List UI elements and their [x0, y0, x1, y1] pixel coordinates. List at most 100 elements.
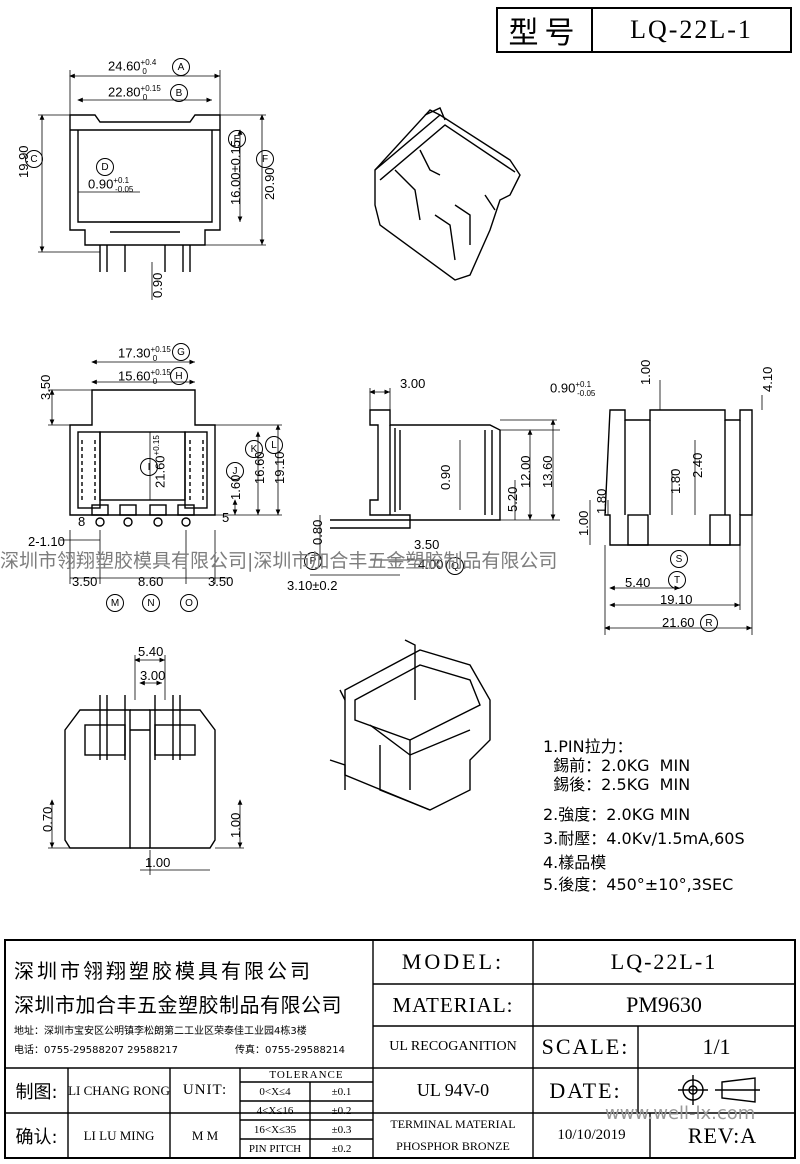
dim-side-top: 3.00 — [400, 376, 426, 391]
drawn-label: 制图: — [15, 1081, 58, 1103]
dim-side-h2: 5.20 — [505, 486, 520, 512]
dim-a: 24.60+0.40 — [108, 58, 157, 76]
marker-h: H — [170, 367, 188, 385]
dim-side-r: 4.00 — [418, 557, 444, 572]
iso-view-bottom — [329, 639, 491, 811]
marker-d: D — [96, 158, 114, 176]
dim-right-a: 0.90+0.1-0.05 — [550, 380, 596, 398]
company-2: 深圳市加合丰五金塑胶制品有限公司 — [14, 993, 342, 1017]
check-label: 确认: — [15, 1126, 58, 1148]
dim-right-g: 1.00 — [576, 510, 591, 536]
ul-value: UL 94V-0 — [416, 1080, 490, 1100]
dim-i: 21.60+0.15 — [152, 435, 168, 488]
tol-range-3: 16<X≤35 — [253, 1123, 297, 1136]
date-label: DATE: — [549, 1077, 622, 1103]
tol-value-1: ±0.1 — [331, 1085, 352, 1098]
title-block — [4, 939, 796, 1159]
marker-o: O — [180, 594, 198, 612]
terminal-material-line2: PHOSPHOR BRONZE — [396, 1138, 510, 1153]
marker-a: A — [172, 58, 190, 76]
dim-right-t: 5.40 — [625, 575, 651, 590]
marker-g: G — [172, 343, 190, 361]
check-value: LI LU MING — [83, 1127, 155, 1143]
rev-label: REV:A — [687, 1122, 758, 1148]
dim-d: 0.90+0.1-0.05 — [88, 176, 134, 194]
front-view — [38, 70, 266, 300]
dim-top-left: 3.50 — [38, 374, 53, 400]
right-view — [589, 380, 763, 635]
scale-value: 1/1 — [702, 1034, 731, 1059]
dim-h: 15.60+0.150 — [118, 368, 171, 386]
watermark-text: 深圳市翎翔塑胶模具有限公司|深圳市加合丰五金塑胶制品有限公司 — [0, 550, 558, 572]
note-1b: 錫後：2.5KG MIN — [543, 775, 691, 794]
dim-bottom-c: 0.70 — [40, 806, 55, 832]
dim-right-b: 1.00 — [638, 359, 653, 385]
dim-right-d: 2.40 — [690, 452, 705, 478]
dim-right-u: 19.10 — [660, 592, 693, 607]
header-model-value: LQ-22L-1 — [630, 15, 753, 44]
marker-f: F — [256, 150, 274, 168]
header-model-label: 型号 — [508, 17, 581, 50]
dim-side-s: 3.10±0.2 — [287, 578, 338, 593]
company-phone: 电话：0755-29588207 29588217 — [14, 1045, 179, 1056]
dim-side-h3: 12.00 — [518, 455, 533, 488]
material-value: PM9630 — [626, 992, 702, 1017]
marker-i: I — [140, 458, 158, 476]
note-2: 2.強度：2.0KG MIN — [543, 805, 691, 824]
material-label: MATERIAL: — [392, 992, 514, 1017]
marker-r: R — [700, 614, 718, 632]
watermark-url: www.well-lx.com — [605, 1103, 756, 1124]
dim-pin-gap: 0.90 — [150, 272, 165, 298]
tol-range-4: PIN PITCH — [248, 1142, 302, 1155]
pin-label-5: 5 — [222, 510, 230, 525]
marker-l: L — [265, 436, 283, 454]
dim-right-f: 1.80 — [594, 488, 609, 514]
dim-right-e: 1.80 — [668, 468, 683, 494]
header-box — [496, 7, 792, 53]
iso-view-top — [374, 107, 521, 281]
dim-right-v: 21.60 — [662, 615, 695, 630]
marker-j: J — [226, 462, 244, 480]
dim-b: 22.80+0.150 — [108, 84, 161, 102]
company-address: 地址：深圳市宝安区公明镇李松朗第二工业区荣泰佳工业园4栋3楼 — [14, 1026, 307, 1037]
tol-value-2: ±0.2 — [331, 1104, 352, 1117]
dim-side-h4: 13.60 — [540, 455, 555, 488]
marker-b: B — [170, 84, 188, 102]
dim-bottom-d: 1.00 — [228, 812, 243, 838]
marker-p: P — [304, 552, 322, 570]
ul-label: UL RECOGANITION — [389, 1039, 517, 1054]
tol-value-4: ±0.2 — [331, 1142, 352, 1155]
note-5: 5.後度：450°±10°,3SEC — [543, 875, 734, 894]
dim-n: 8.60 — [138, 574, 164, 589]
company-1: 深圳市翎翔塑胶模具有限公司 — [14, 959, 313, 983]
tol-range-1: 0<X≤4 — [259, 1085, 291, 1098]
note-1a: 錫前：2.0KG MIN — [543, 756, 691, 775]
marker-e: E — [228, 130, 246, 148]
terminal-material-line1: TERMINAL MATERIAL — [390, 1116, 516, 1131]
note-4: 4.樣品模 — [543, 853, 607, 872]
dim-side-h1: 0.90 — [438, 464, 453, 490]
dim-side-q: 3.50 — [414, 537, 440, 552]
drawn-value: LI CHANG RONG — [68, 1082, 170, 1098]
dim-f: 20.90 — [262, 167, 277, 200]
tol-value-3: ±0.3 — [331, 1123, 352, 1136]
dim-right-c: 4.10 — [760, 366, 775, 392]
marker-k: K — [245, 440, 263, 458]
dim-bottom-e: 1.00 — [145, 855, 171, 870]
marker-c: C — [25, 150, 43, 168]
unit-value: M M — [191, 1127, 219, 1143]
side-view — [310, 388, 560, 576]
model-label: MODEL: — [401, 949, 505, 974]
top-view — [48, 359, 282, 584]
projection-symbol-icon — [640, 1070, 790, 1110]
bottom-view — [48, 655, 244, 875]
note-1: 1.PIN拉力： — [543, 737, 633, 756]
dim-l: 19.10 — [272, 451, 287, 484]
pin-label-8: 8 — [78, 514, 86, 529]
marker-n: N — [142, 594, 160, 612]
marker-t: T — [668, 571, 686, 589]
tol-range-2: 4<X≤16 — [256, 1104, 294, 1117]
dim-o: 3.50 — [208, 574, 234, 589]
unit-label: UNIT: — [182, 1082, 228, 1098]
